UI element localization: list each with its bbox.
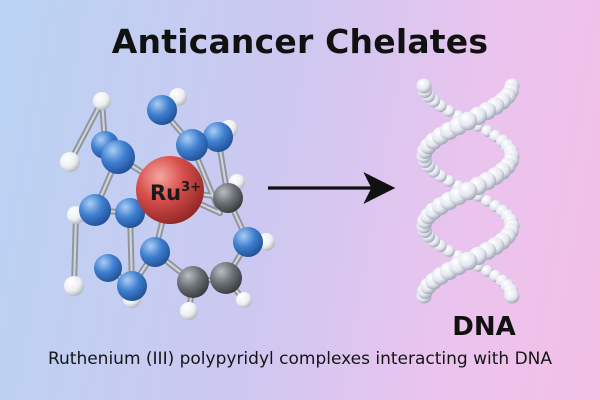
hydrogen-atom <box>180 302 198 320</box>
dna-backbone-bead <box>416 78 432 94</box>
bond-highlight <box>68 99 104 164</box>
nitrogen-atom <box>101 140 135 174</box>
dna-double-helix <box>416 78 520 304</box>
dna-backbone-bead <box>458 251 478 271</box>
nitrogen-atom <box>117 271 147 301</box>
ruthenium-atom <box>136 156 204 224</box>
dna-backbone-bead <box>458 181 478 201</box>
dna-backbone-bead <box>504 288 520 304</box>
nitrogen-atom <box>203 122 233 152</box>
bond-highlight <box>72 213 78 288</box>
nitrogen-atom <box>176 129 208 161</box>
nitrogen-atom <box>79 194 111 226</box>
hydrogen-atom <box>60 152 80 172</box>
carbon-atom <box>177 266 209 298</box>
caption: Ruthenium (III) polypyridyl complexes in… <box>47 349 553 369</box>
ruthenium-complex: Ru3+ <box>60 88 275 320</box>
hydrogen-atom <box>236 292 252 308</box>
nitrogen-atom <box>140 237 170 267</box>
carbon-atom <box>213 183 243 213</box>
dna-backbone-bead <box>458 111 478 131</box>
page-title: Anticancer Chelates <box>111 22 489 61</box>
carbon-atom <box>210 262 242 294</box>
nitrogen-atom <box>233 227 263 257</box>
nitrogen-atom <box>115 198 145 228</box>
nitrogen-atom <box>147 95 177 125</box>
nitrogen-atom <box>94 254 122 282</box>
hydrogen-atom <box>64 276 84 296</box>
dna-label: DNA <box>452 312 516 342</box>
hydrogen-atom <box>93 92 111 110</box>
metal-ion-label: Ru3+ <box>150 180 201 205</box>
